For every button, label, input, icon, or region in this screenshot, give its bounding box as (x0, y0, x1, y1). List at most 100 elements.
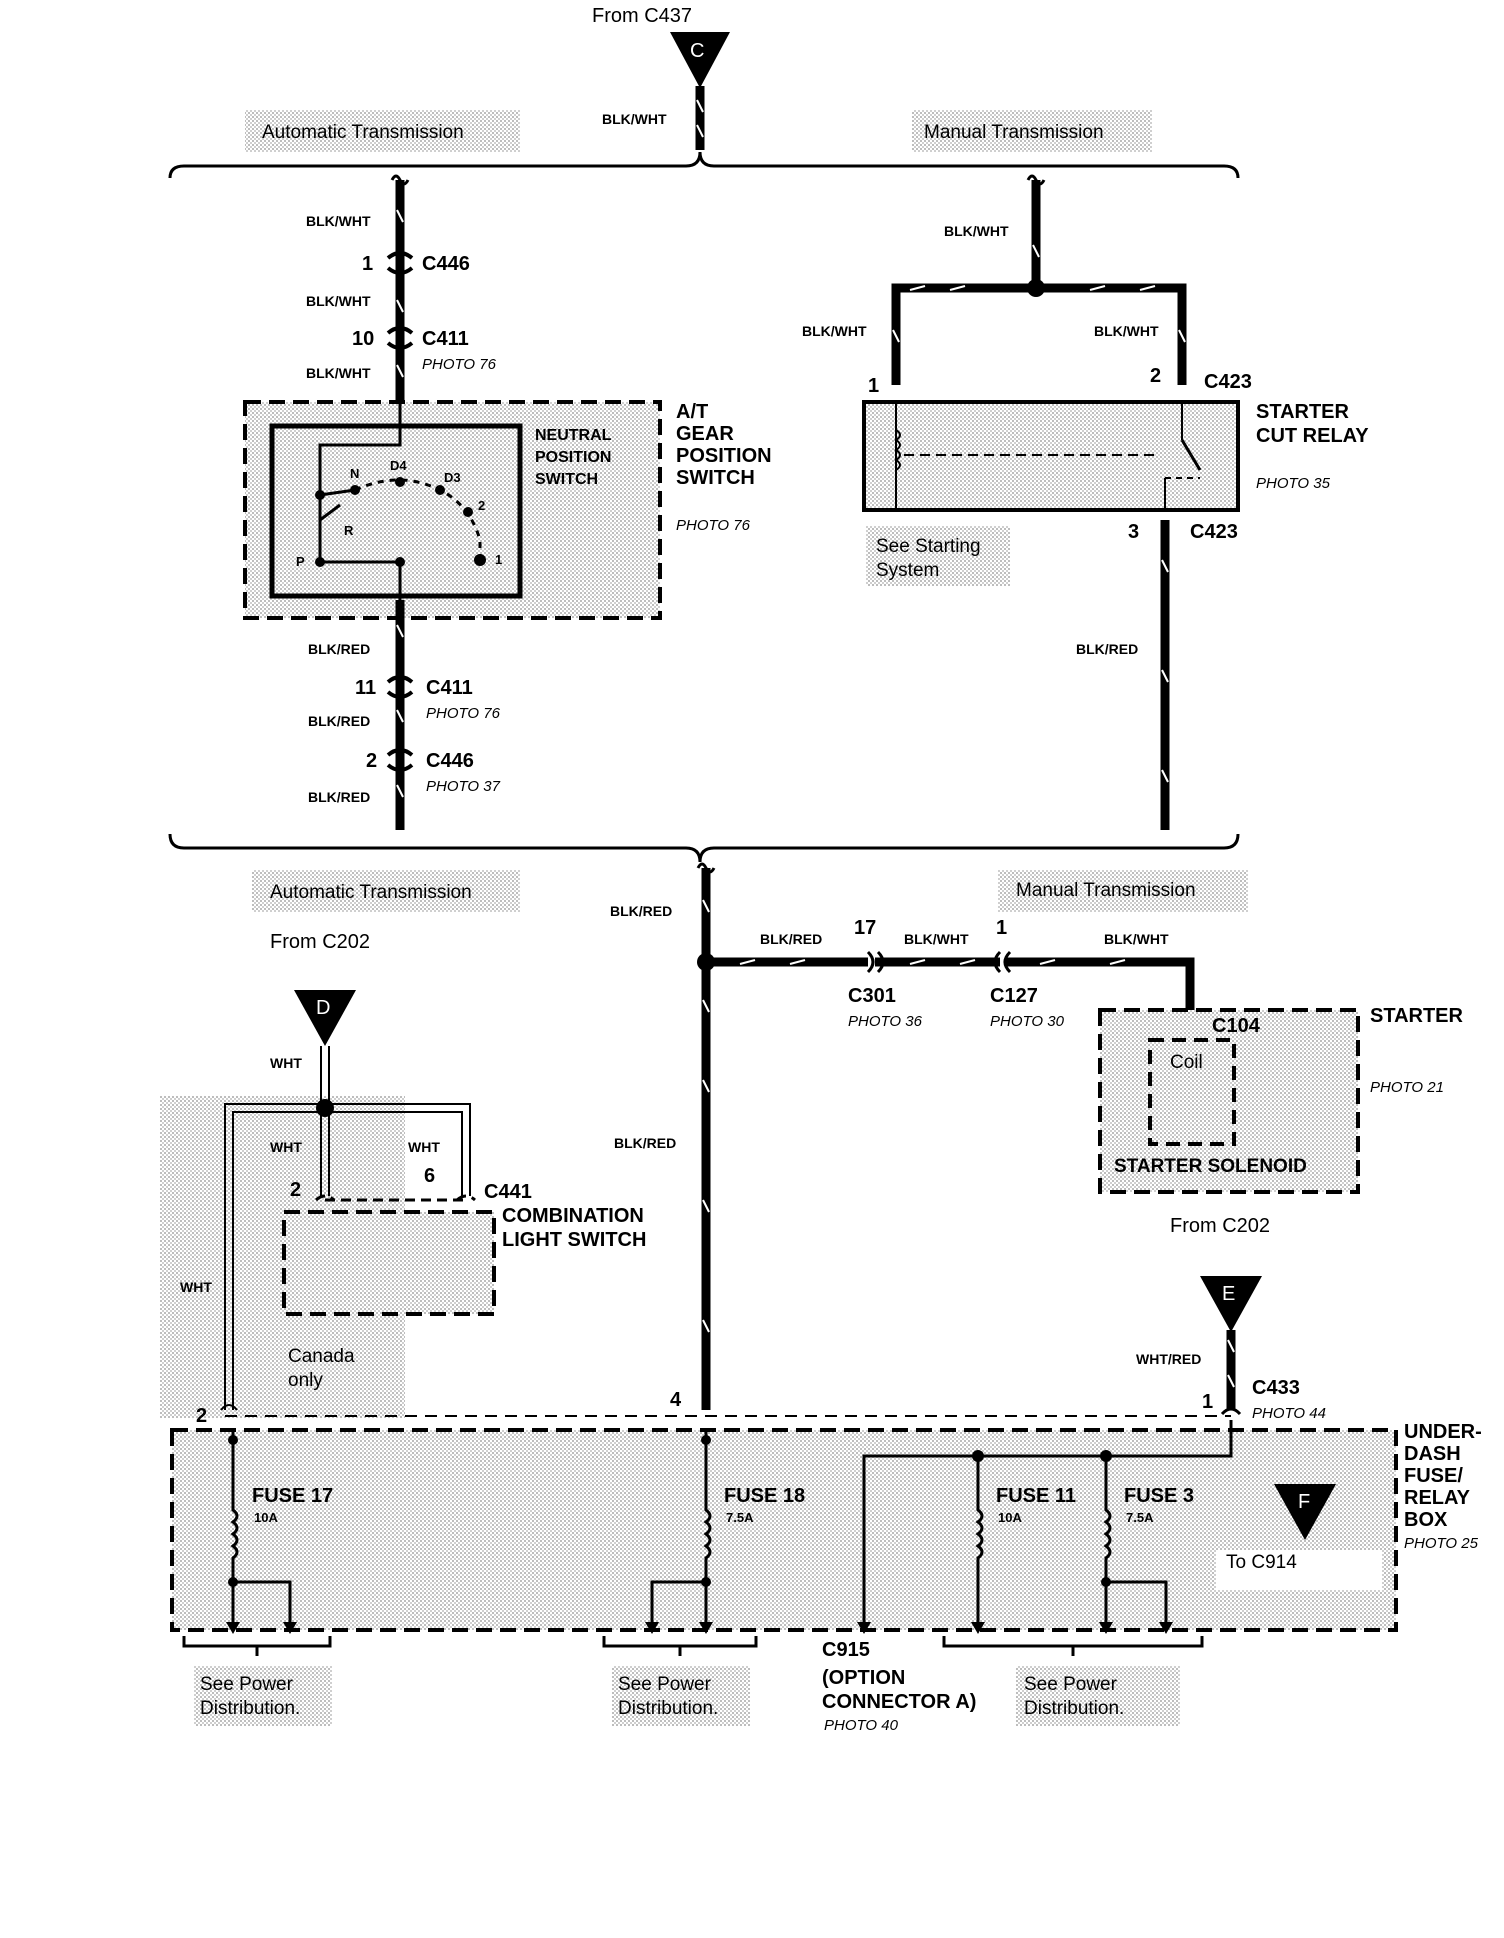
wht-right-label: WHT (408, 1139, 440, 1155)
starter-feed-wire (706, 957, 1195, 1025)
at-wire5-label: BLK/RED (308, 713, 370, 729)
neutral-line-3: SWITCH (535, 471, 598, 488)
gear-switch-title-4: SWITCH (676, 467, 755, 489)
c423b-label: C423 (1190, 521, 1238, 543)
canada-line-2: only (288, 1370, 323, 1391)
see-power-note-3 (1016, 1666, 1180, 1726)
c301-photo: PHOTO 36 (848, 1013, 923, 1030)
at-wire6-label: BLK/RED (308, 789, 370, 805)
starter-photo: PHOTO 21 (1370, 1079, 1444, 1096)
starter-coil-box (1148, 1038, 1236, 1146)
c433-connector-icon (1220, 1407, 1242, 1416)
wire-h2-label: BLK/WHT (904, 931, 969, 947)
connector-c-letter: C (690, 40, 704, 62)
wht-long-label: WHT (180, 1279, 212, 1295)
main-blk-red-wire (697, 868, 715, 1410)
band-automatic-transmission-top (245, 110, 520, 152)
see-power-note-2 (612, 1666, 750, 1726)
neutral-position-switch (269, 423, 523, 599)
mt-wire-top-tilde (1026, 174, 1046, 186)
to-c914-box (1216, 1550, 1382, 1590)
see-starting-line-2: System (876, 560, 939, 581)
c127-photo: PHOTO 30 (990, 1013, 1065, 1030)
c446-label: C446 (422, 253, 470, 275)
c411b-label: C411 (426, 677, 473, 699)
wht-left-label: WHT (270, 1139, 302, 1155)
option-bracket-top (168, 151, 1240, 179)
at-wire-top-tilde (390, 174, 410, 186)
mt-wire-right-label: BLK/WHT (1094, 323, 1159, 339)
gear-pos-p: P (296, 554, 305, 569)
gear-contacts (315, 477, 486, 567)
connector-d-icon: D (294, 990, 356, 1046)
main-wire-label: BLK/RED (610, 903, 672, 919)
bracket-power-1 (182, 1636, 332, 1656)
combination-light-switch (282, 1210, 496, 1316)
connector-d-letter: D (316, 997, 330, 1019)
combo-switch-title-2: LIGHT SWITCH (502, 1229, 646, 1251)
neutral-line-1: NEUTRAL (535, 427, 612, 444)
c411-connector-icon (386, 326, 414, 350)
see-power-2-line-2: Distribution. (618, 1698, 718, 1719)
gear-pos-1: 1 (495, 552, 502, 567)
bracket-power-2 (602, 1636, 758, 1656)
wire-h3-label: BLK/WHT (1104, 931, 1169, 947)
wht-splice (316, 1099, 334, 1117)
neutral-line-2: POSITION (535, 449, 611, 466)
wire-h1-label: BLK/RED (760, 931, 822, 947)
solenoid-label: STARTER SOLENOID (1114, 1156, 1307, 1177)
fuse3-rating: 7.5A (1126, 1510, 1154, 1525)
c915-label: C915 (822, 1639, 870, 1661)
c433-pin: 1 (1202, 1391, 1213, 1413)
c104-label: C104 (1212, 1015, 1261, 1037)
c915-photo: PHOTO 40 (824, 1717, 899, 1734)
canada-line-1: Canada (288, 1346, 355, 1367)
c301-c127-connector-icon (866, 950, 1012, 974)
relay-photo: PHOTO 35 (1256, 475, 1331, 492)
mt-wire-upper (1031, 180, 1041, 288)
fuse-pin4: 4 (670, 1389, 682, 1411)
connector-e-icon: E (1200, 1276, 1262, 1332)
mt-wire1-label: BLK/WHT (944, 223, 1009, 239)
wht-red-wire (1226, 1330, 1236, 1410)
c446b-label: C446 (426, 750, 474, 772)
at-wire1-label: BLK/WHT (306, 213, 371, 229)
wire-c-main (695, 86, 705, 150)
gear-pos-d3: D3 (444, 470, 461, 485)
coil-label: Coil (1170, 1052, 1203, 1073)
fuse-box-photo: PHOTO 25 (1404, 1535, 1479, 1552)
from-c437-label: From C437 (592, 5, 692, 27)
pin17-label: 17 (854, 917, 876, 939)
c411b-photo: PHOTO 76 (426, 705, 501, 722)
mt-wire-down (1160, 520, 1170, 830)
band-manual-transmission-top (912, 110, 1152, 152)
c441-label: C441 (484, 1181, 532, 1203)
gear-pos-2: 2 (478, 498, 485, 513)
wht-wires (220, 1046, 471, 1411)
gear-switch-title-2: GEAR (676, 423, 734, 445)
relay-internals (894, 402, 1202, 510)
fuse11-rating: 10A (998, 1510, 1022, 1525)
c441-pin2: 2 (290, 1179, 301, 1201)
fuse18-rating: 7.5A (726, 1510, 754, 1525)
connector-c-icon: C (670, 32, 730, 88)
c423-label: C423 (1204, 371, 1252, 393)
option-line-1: (OPTION (822, 1667, 905, 1689)
relay-title-1: STARTER (1256, 401, 1350, 423)
relay-pin3: 3 (1128, 521, 1139, 543)
connector-e-letter: E (1222, 1283, 1235, 1305)
at-wire-lower (395, 600, 405, 830)
see-power-3-line-1: See Power (1024, 1674, 1118, 1695)
c446-pin: 1 (362, 253, 373, 275)
mt-band-mid-label: Manual Transmission (1016, 880, 1196, 901)
fuse-pin2: 2 (196, 1405, 207, 1427)
pin1-label: 1 (996, 917, 1007, 939)
fuse-box-title-1: UNDER- (1404, 1421, 1482, 1443)
see-power-note-1 (194, 1666, 332, 1726)
fuse-box-internals (230, 1420, 1233, 1626)
gear-switch-title-3: POSITION (676, 445, 772, 467)
at-band-top-label: Automatic Transmission (262, 122, 464, 143)
at-wire4-label: BLK/RED (308, 641, 370, 657)
at-wire-upper (395, 180, 405, 400)
c433-label: C433 (1252, 1377, 1300, 1399)
